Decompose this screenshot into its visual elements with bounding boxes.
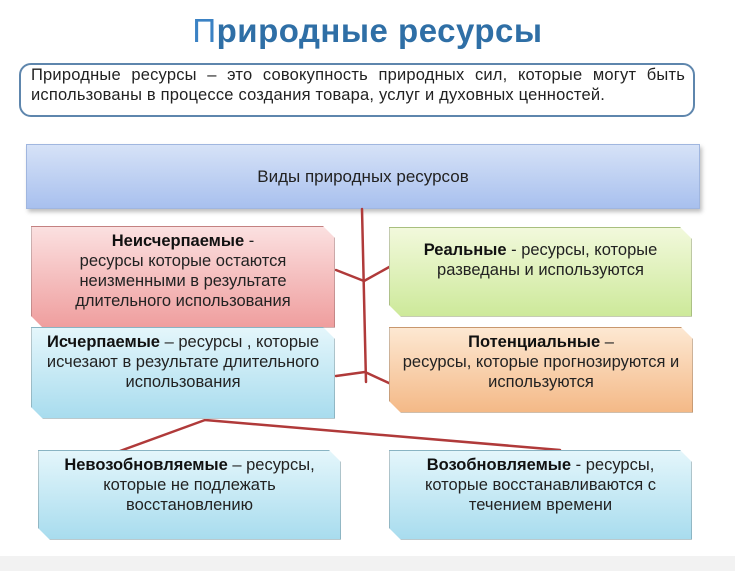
- definition-box: Природные ресурсы – это совокупность при…: [19, 63, 695, 117]
- trunk-line: [360, 207, 368, 384]
- branch-to-renewable: [203, 418, 562, 452]
- card-desc: ресурсы, которые не подлежать восстановл…: [103, 456, 315, 514]
- bottom-strip: [0, 556, 735, 571]
- card-inexhaustible: Неисчерпаемые - ресурсы которые остаются…: [31, 226, 335, 328]
- card-desc: ресурсы, которые прогнозируются и исполь…: [402, 353, 680, 391]
- card-term: Потенциальные: [468, 333, 601, 351]
- title-first-letter: П: [192, 12, 217, 49]
- card-term: Неисчерпаемые: [111, 232, 245, 250]
- resource-types-box: Виды природных ресурсов: [26, 144, 700, 209]
- card-real: Реальные - ресурсы, которые разведаны и …: [389, 227, 692, 317]
- resource-types-label: Виды природных ресурсов: [257, 166, 469, 186]
- branch-to-inexhaustible: [334, 268, 366, 283]
- branch-to-real: [362, 264, 393, 283]
- card-desc: ресурсы, которые восстанавливаются с теч…: [424, 456, 657, 514]
- card-potential: Потенциальные – ресурсы, которые прогноз…: [389, 327, 693, 413]
- card-renewable: Возобновляемые - ресурсы, которые восста…: [389, 450, 692, 540]
- card-desc: ресурсы , которые исчезают в результате …: [46, 333, 320, 391]
- branch-to-nonrenewable: [118, 418, 207, 453]
- card-desc: ресурсы, которые разведаны и используютс…: [437, 241, 658, 279]
- branch-to-exhaustible: [334, 370, 367, 378]
- card-term: Реальные: [423, 241, 507, 259]
- branch-to-potential: [363, 370, 393, 386]
- card-exhaustible: Исчерпаемые – ресурсы , которые исчезают…: [31, 327, 335, 419]
- title-rest: риродные ресурсы: [216, 12, 543, 49]
- card-term: Возобновляемые: [426, 456, 572, 474]
- card-desc: ресурсы которые остаются неизменными в р…: [75, 252, 291, 310]
- card-term: Исчерпаемые: [46, 333, 160, 351]
- page-title: Природные ресурсы: [0, 12, 735, 50]
- card-nonrenewable: Невозобновляемые – ресурсы, которые не п…: [38, 450, 341, 540]
- card-term: Невозобновляемые: [64, 456, 228, 474]
